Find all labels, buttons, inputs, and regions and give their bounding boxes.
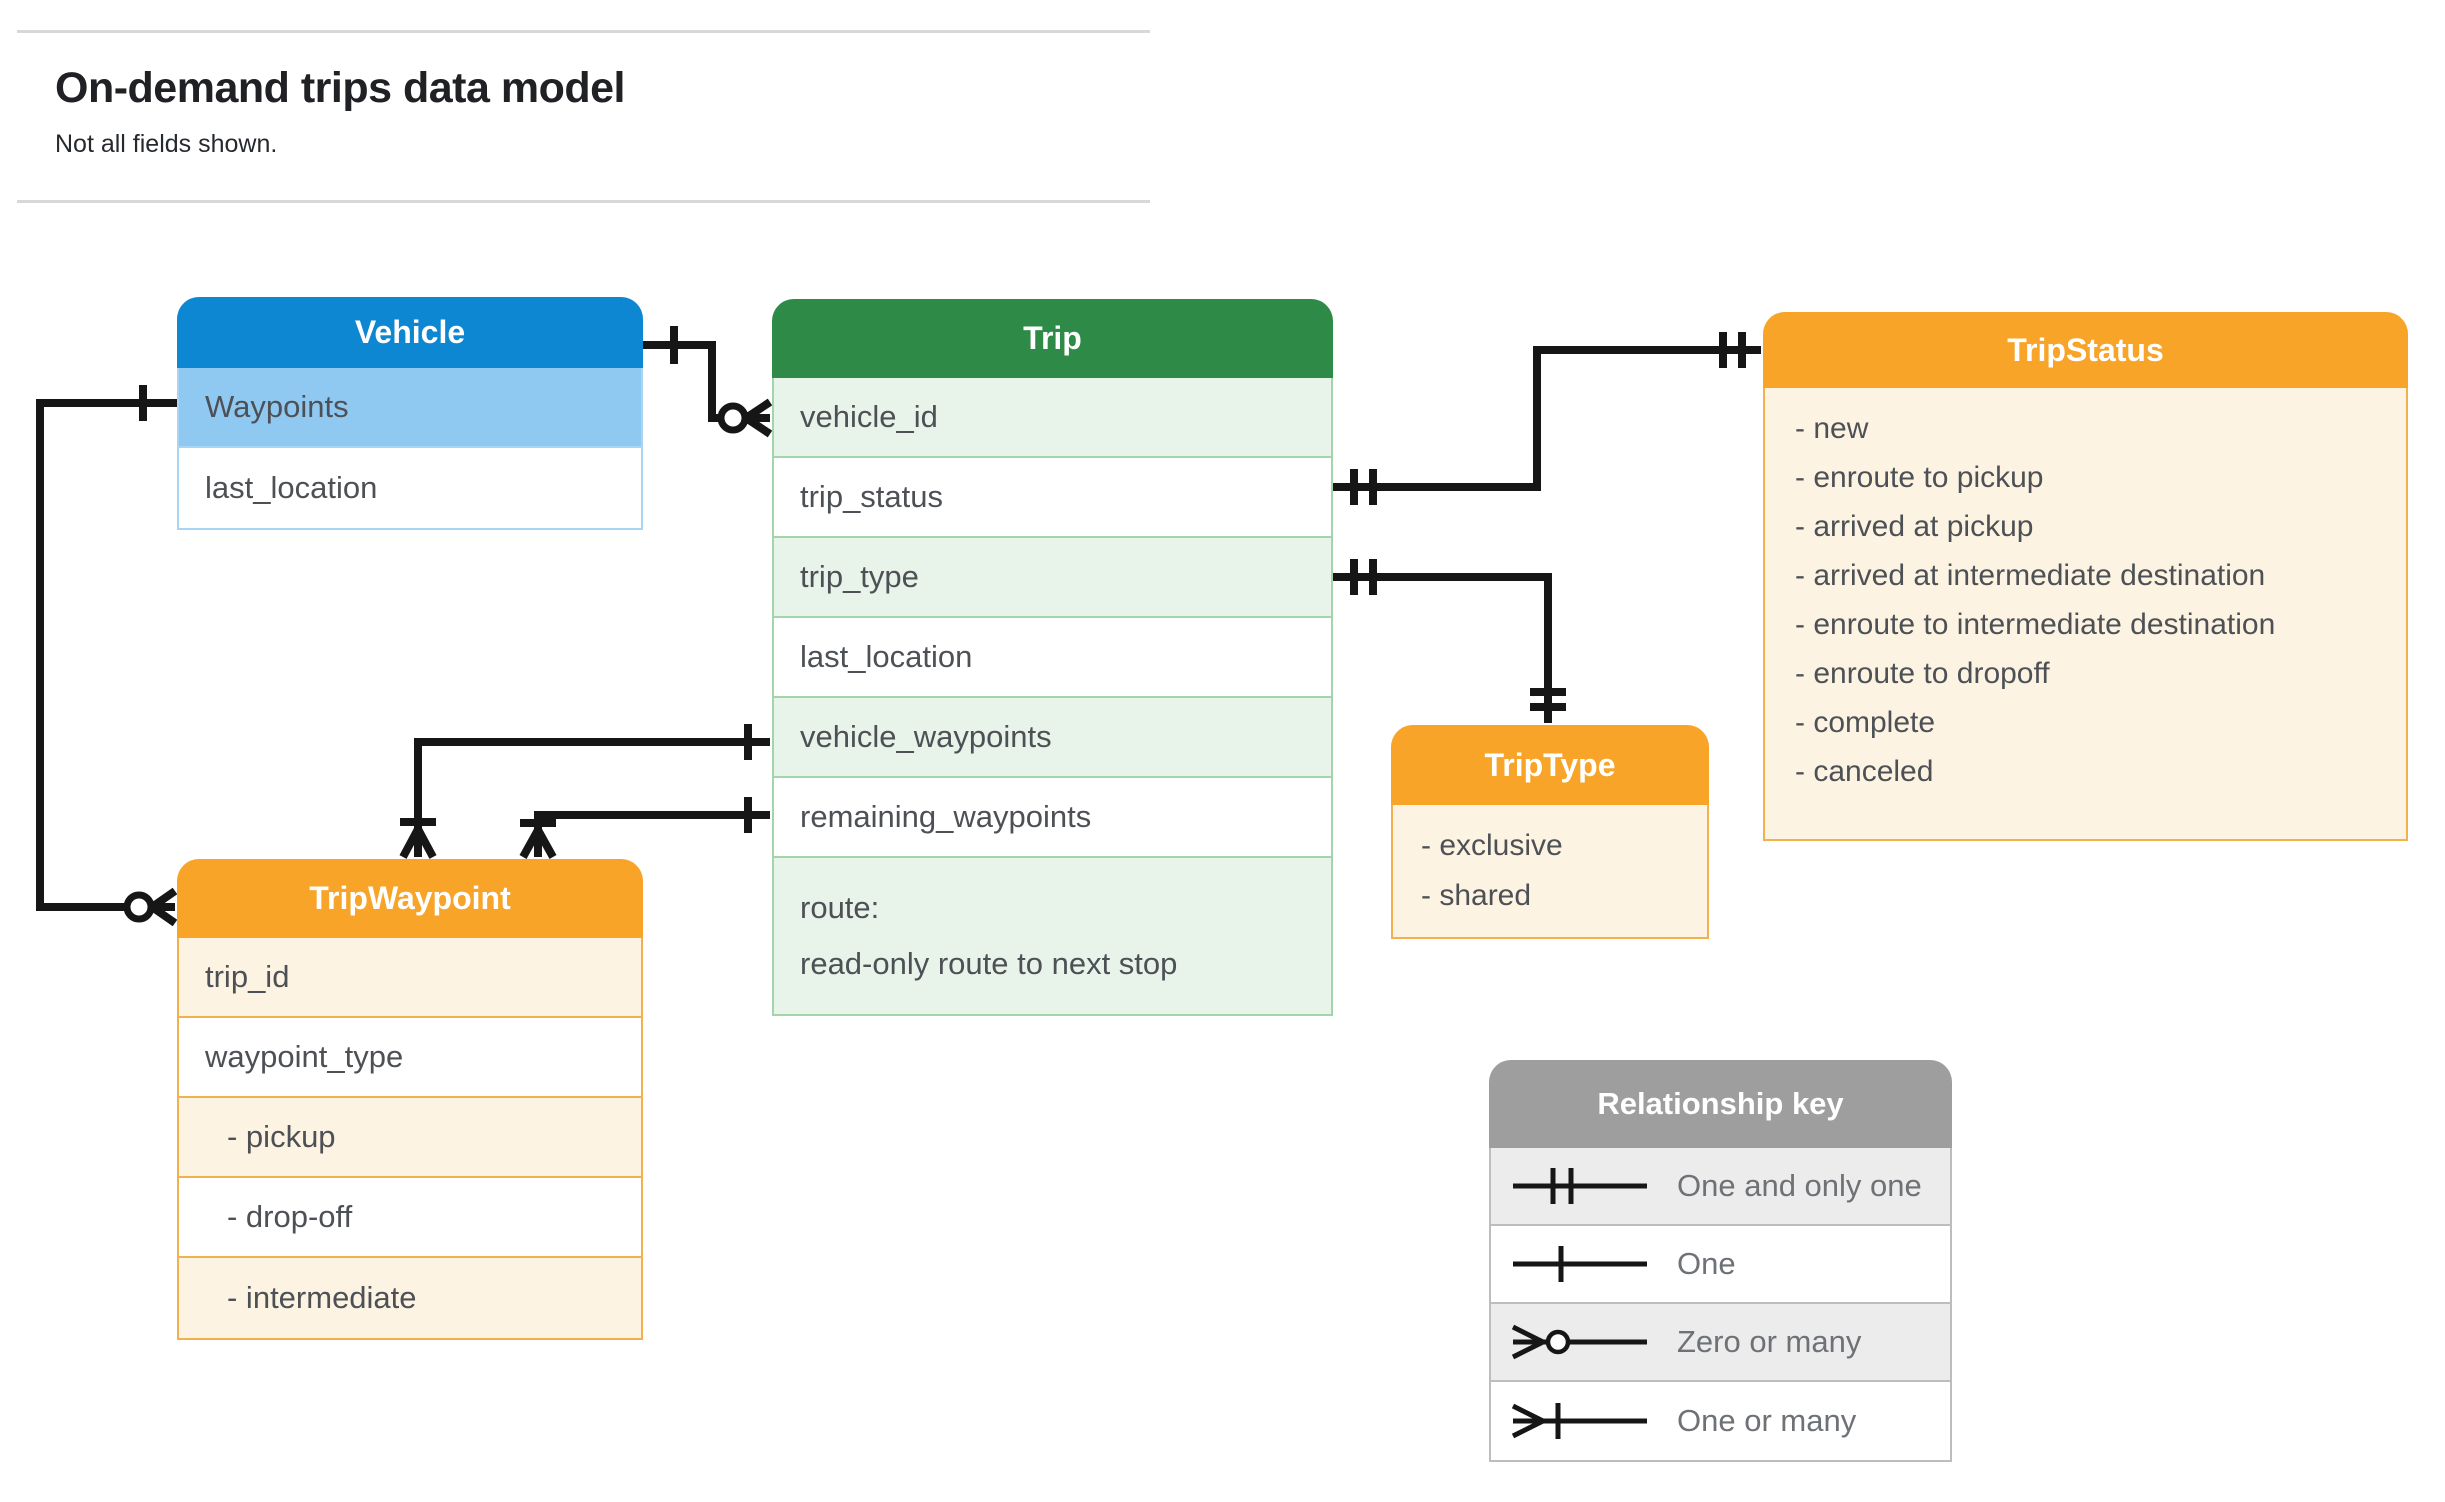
zero-or-many-icon: [1511, 1324, 1647, 1360]
key-row-zero-or-many: Zero or many: [1491, 1304, 1950, 1382]
entity-trip: Trip vehicle_id trip_status trip_type la…: [772, 299, 1333, 1016]
field-trip-type: trip_type: [774, 538, 1331, 618]
relationship-key: Relationship key One and only one One: [1489, 1060, 1952, 1462]
tripstatus-value: - enroute to dropoff: [1795, 657, 2050, 690]
field-waypoints: Waypoints: [179, 368, 641, 448]
waypoint-type-intermediate: - intermediate: [179, 1258, 641, 1338]
tripstatus-value: - complete: [1795, 706, 1936, 739]
field-vehicle-waypoints: vehicle_waypoints: [774, 698, 1331, 778]
page-subtitle: Not all fields shown.: [55, 130, 278, 158]
relationship-key-title: Relationship key: [1597, 1086, 1844, 1121]
tripstatus-value: - canceled: [1795, 755, 1934, 788]
waypoint-type-drop-off: - drop-off: [179, 1178, 641, 1258]
field-trip-status: trip_status: [774, 458, 1331, 538]
one-icon: [1513, 1246, 1647, 1282]
waypoint-type-pickup: - pickup: [179, 1098, 641, 1178]
entity-tripstatus: TripStatus - new - enroute to pickup - a…: [1763, 312, 2408, 841]
tripstatus-value: - new: [1795, 412, 1869, 445]
tripstatus-value: - enroute to intermediate destination: [1795, 608, 2276, 641]
entity-triptype-header: TripType: [1391, 725, 1709, 805]
one-and-only-one-icon: [1513, 1168, 1647, 1204]
key-label: One and only one: [1677, 1168, 1922, 1203]
field-vehicle-last-location: last_location: [205, 470, 378, 505]
entity-tripwaypoint-title: TripWaypoint: [309, 880, 511, 916]
top-divider: [17, 30, 1150, 33]
entity-trip-header: Trip: [772, 299, 1333, 378]
bottom-divider: [17, 200, 1150, 203]
entity-tripwaypoint-body: trip_id waypoint_type - pickup - drop-of…: [177, 938, 643, 1340]
connector-vehicle-trip: [643, 326, 773, 438]
connector-vehicle-tripwaypoint: [36, 385, 179, 927]
key-label: One or many: [1677, 1403, 1857, 1438]
tripstatus-value: - arrived at pickup: [1795, 510, 2034, 543]
entity-tripstatus-body: - new - enroute to pickup - arrived at p…: [1763, 388, 2408, 841]
entity-trip-title: Trip: [1023, 320, 1082, 356]
connector-trip-tripstatus: [1331, 332, 1761, 505]
field-route: route: read-only route to next stop: [774, 858, 1331, 1014]
entity-vehicle-header: Vehicle: [177, 297, 643, 368]
entity-tripstatus-title: TripStatus: [2007, 331, 2164, 368]
field-waypoint-type: waypoint_type: [179, 1018, 641, 1098]
entity-triptype-body: - exclusive - shared: [1391, 805, 1709, 939]
connector-remainingwaypoints-tripwaypoint: [519, 797, 770, 859]
relationship-key-body: One and only one One Zero or many: [1489, 1148, 1952, 1462]
triptype-value: - exclusive: [1421, 829, 1563, 862]
tripstatus-value: - arrived at intermediate destination: [1795, 559, 2266, 592]
entity-trip-body: vehicle_id trip_status trip_type last_lo…: [772, 378, 1333, 1016]
entity-vehicle: Vehicle Waypoints last_location: [177, 297, 643, 530]
page-title: On-demand trips data model: [55, 64, 625, 112]
key-row-one-and-only-one: One and only one: [1491, 1148, 1950, 1226]
connector-vehiclewaypoints-tripwaypoint: [399, 724, 770, 859]
tripstatus-value: - enroute to pickup: [1795, 461, 2044, 494]
entity-vehicle-title: Vehicle: [354, 314, 466, 350]
entity-tripwaypoint: TripWaypoint trip_id waypoint_type - pic…: [177, 859, 643, 1340]
entity-tripwaypoint-header: TripWaypoint: [177, 859, 643, 938]
key-label: One: [1677, 1246, 1736, 1281]
relationship-key-header: Relationship key: [1489, 1060, 1952, 1148]
entity-triptype: TripType - exclusive - shared: [1391, 725, 1709, 939]
field-trip-id: trip_id: [179, 938, 641, 1018]
field-trip-last-location: last_location: [774, 618, 1331, 698]
one-or-many-icon: [1511, 1403, 1647, 1439]
connector-trip-triptype: [1331, 559, 1566, 723]
entity-tripstatus-header: TripStatus: [1763, 312, 2408, 388]
key-row-one-or-many: One or many: [1491, 1382, 1950, 1460]
key-row-one: One: [1491, 1226, 1950, 1304]
entity-vehicle-body: Waypoints last_location: [177, 368, 643, 530]
field-remaining-waypoints: remaining_waypoints: [774, 778, 1331, 858]
key-label: Zero or many: [1677, 1324, 1862, 1359]
triptype-value: - shared: [1421, 879, 1532, 912]
field-vehicle-id: vehicle_id: [774, 378, 1331, 458]
entity-triptype-title: TripType: [1484, 746, 1616, 783]
